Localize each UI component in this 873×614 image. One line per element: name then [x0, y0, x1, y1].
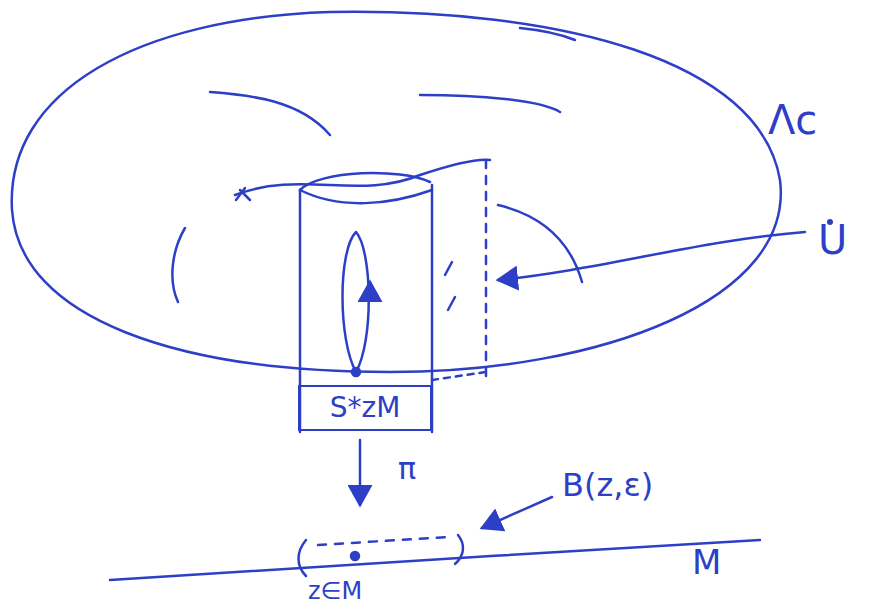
tube-wall-hidden: [485, 160, 488, 380]
math-label: U: [818, 218, 847, 262]
paren: [299, 540, 307, 576]
tube-top: [300, 190, 432, 203]
tick: [445, 262, 455, 310]
math-label: B(z,ε): [562, 468, 653, 503]
tube-wall-hidden: [432, 372, 486, 380]
base-line: [110, 540, 760, 580]
orbit-loop: [343, 232, 369, 372]
leader-line: [498, 232, 805, 280]
surface-curve: [520, 28, 575, 40]
surface-curve: [420, 95, 560, 112]
math-label: z∈M: [308, 578, 362, 604]
fiber-box: S*zM: [298, 385, 432, 431]
fiber-label: S*zM: [330, 393, 401, 424]
tube-top: [235, 160, 490, 195]
surface-curve: [172, 228, 185, 302]
point-z: [351, 552, 359, 560]
tube-top: [300, 173, 430, 190]
projection-arrow: [359, 440, 362, 505]
surface-curve: [210, 92, 330, 135]
leader-line: [482, 497, 552, 528]
orbit-arrow: [369, 282, 372, 300]
math-label: π: [398, 452, 416, 485]
math-label: Λc: [768, 98, 817, 142]
math-label: M: [692, 544, 721, 581]
tick: [236, 188, 250, 200]
paren: [455, 535, 463, 564]
base-point: [352, 368, 360, 376]
region-outline: [12, 12, 781, 372]
ball-dash: [318, 537, 448, 545]
